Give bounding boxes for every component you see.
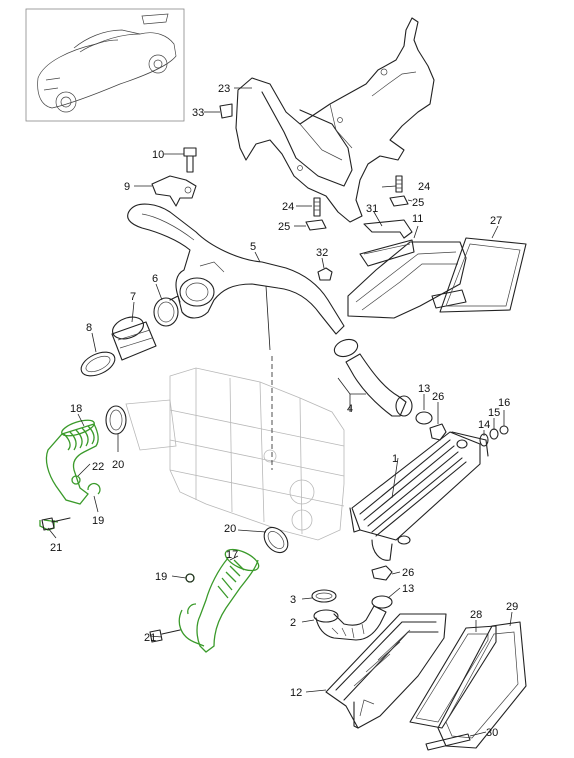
callout-label: 2 — [290, 617, 296, 629]
trim-strip — [425, 733, 471, 751]
callout-label: 30 — [486, 727, 498, 739]
callout-label: 18 — [70, 403, 82, 415]
charge-air-pipe — [127, 203, 345, 335]
callout-label: 8 — [86, 322, 92, 334]
hose-clamp — [311, 589, 337, 603]
callout-label: 6 — [152, 273, 158, 285]
callout-label: 15 — [488, 407, 500, 419]
callout-label: 10 — [152, 149, 164, 161]
callout-label: 9 — [124, 181, 130, 193]
air-duct-housing — [325, 613, 447, 729]
callout-label: 7 — [130, 291, 136, 303]
callout-label: 4 — [347, 403, 353, 415]
intake-hose-highlight — [178, 548, 260, 653]
callout-label: 16 — [498, 397, 510, 409]
engine-outline — [125, 367, 345, 541]
bolt — [149, 629, 181, 643]
callout-label: 13 — [418, 383, 430, 395]
hose-clamp — [263, 526, 289, 554]
callout-label: 29 — [506, 601, 518, 613]
bolt — [41, 517, 71, 531]
callout-label: 33 — [192, 107, 204, 119]
callout-label: 19 — [92, 515, 104, 527]
upper-air-duct — [347, 239, 467, 319]
seal-ring — [185, 573, 195, 583]
pressure-sensor — [151, 175, 197, 207]
seal-ring — [371, 595, 393, 609]
intercooler-frame — [235, 17, 435, 223]
callout-label: 23 — [218, 83, 230, 95]
callout-label: 22 — [92, 461, 104, 473]
callout-label: 20 — [112, 459, 124, 471]
nut — [317, 267, 333, 281]
callout-label: 5 — [250, 241, 256, 253]
hose-clamp — [80, 351, 116, 377]
callout-labels: 1 2 3 4 5 6 7 8 9 10 11 12 13 13 14 15 1… — [50, 83, 518, 739]
callout-label: 27 — [490, 215, 502, 227]
callout-label: 32 — [316, 247, 328, 259]
callout-label: 14 — [478, 419, 490, 431]
callout-label: 25 — [278, 221, 290, 233]
callout-label: 20 — [224, 523, 236, 535]
callout-label: 21 — [50, 542, 62, 554]
gasket — [429, 423, 447, 441]
mounting-bracket — [363, 219, 413, 239]
seal-frame — [409, 625, 497, 729]
callout-label: 26 — [402, 567, 414, 579]
bolt — [183, 147, 197, 173]
gasket — [371, 565, 393, 581]
hose-clamp — [105, 405, 127, 435]
callout-label: 21 — [144, 632, 156, 644]
callout-label: 19 — [155, 571, 167, 583]
leader-lines — [47, 87, 513, 737]
clip-nut — [389, 195, 409, 207]
callout-label: 1 — [392, 453, 398, 465]
callout-label: 26 — [432, 391, 444, 403]
callout-label: 3 — [290, 594, 296, 606]
callout-label: 24 — [282, 201, 294, 213]
callout-label: 17 — [226, 549, 238, 561]
callout-label: 24 — [418, 181, 430, 193]
hose-clamp — [153, 295, 181, 327]
rubber-coupling — [111, 316, 157, 361]
intercooler — [349, 431, 489, 561]
callout-label: 31 — [366, 203, 378, 215]
connecting-hose — [333, 338, 413, 417]
callout-label: 25 — [412, 197, 424, 209]
outlet-hose — [313, 605, 387, 641]
clip-nut — [305, 219, 327, 231]
callout-label: 11 — [412, 213, 423, 225]
duct-seal — [439, 237, 527, 313]
vehicle-thumbnail — [25, 8, 185, 122]
intake-hose-highlight — [39, 419, 101, 531]
stud-bolt — [313, 197, 321, 217]
callout-label: 13 — [402, 583, 414, 595]
small-bracket — [219, 103, 233, 119]
callout-label: 12 — [290, 687, 302, 699]
seal-ring — [415, 411, 433, 425]
callout-label: 28 — [470, 609, 482, 621]
duct-frame — [437, 621, 527, 749]
stud-bolt — [395, 175, 403, 193]
